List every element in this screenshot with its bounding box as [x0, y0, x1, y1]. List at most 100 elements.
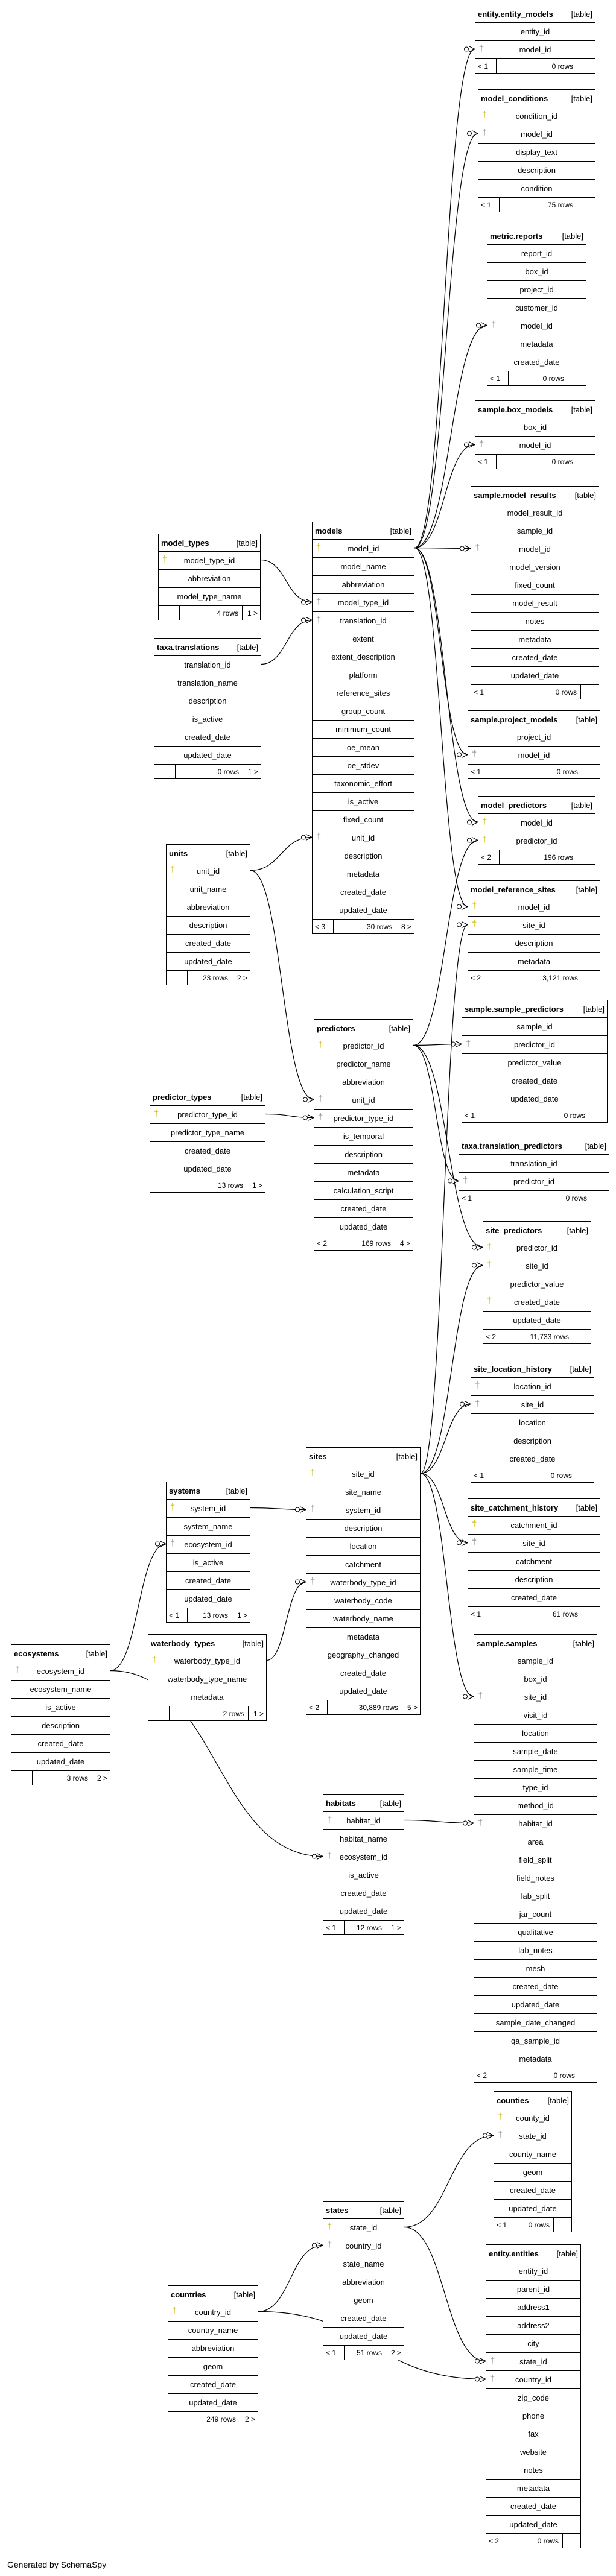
column-row[interactable]: state_name — [323, 2255, 404, 2273]
column-row[interactable]: condition — [478, 179, 595, 197]
column-row[interactable]: †predictor_id — [483, 1239, 591, 1257]
column-row[interactable]: updated_date — [167, 952, 250, 970]
column-row[interactable]: qualitative — [474, 1923, 597, 1941]
column-row[interactable]: notes — [471, 612, 599, 630]
column-row[interactable]: fixed_count — [471, 576, 599, 594]
column-row[interactable]: city — [486, 2334, 580, 2352]
column-row[interactable]: lab_notes — [474, 1941, 597, 1959]
column-row[interactable]: †predictor_id — [478, 832, 595, 850]
column-row[interactable]: description — [306, 1519, 420, 1537]
column-row[interactable]: metadata — [313, 865, 414, 883]
column-row[interactable]: †site_id — [468, 916, 600, 934]
column-row[interactable]: location — [474, 1724, 597, 1742]
column-row[interactable]: oe_mean — [313, 738, 414, 756]
column-row[interactable]: †predictor_type_id — [314, 1109, 413, 1127]
column-row[interactable]: lab_split — [474, 1887, 597, 1905]
column-row[interactable]: customer_id — [487, 298, 586, 317]
column-row[interactable]: abbreviation — [323, 2273, 404, 2291]
column-row[interactable]: †state_id — [494, 2127, 571, 2145]
column-row[interactable]: created_date — [154, 728, 261, 746]
column-row[interactable]: created_date — [314, 1199, 413, 1217]
column-row[interactable]: minimum_count — [313, 720, 414, 738]
column-row[interactable]: updated_date — [11, 1752, 110, 1770]
column-row[interactable]: location — [306, 1537, 420, 1555]
column-row[interactable]: oe_stdev — [313, 756, 414, 774]
column-row[interactable]: calculation_script — [314, 1181, 413, 1199]
column-row[interactable]: box_id — [475, 418, 595, 436]
column-row[interactable]: is_active — [167, 1553, 250, 1571]
column-row[interactable]: created_date — [167, 934, 250, 952]
column-row[interactable]: †country_id — [168, 2303, 258, 2321]
column-row[interactable]: abbreviation — [168, 2339, 258, 2357]
column-row[interactable]: description — [167, 916, 250, 934]
column-row[interactable]: description — [468, 934, 600, 952]
table-sample-model-results[interactable]: sample.model_results[table]model_result_… — [471, 486, 599, 699]
column-row[interactable]: metadata — [306, 1627, 420, 1646]
column-row[interactable]: †model_id — [475, 436, 595, 454]
column-row[interactable]: created_date — [474, 1977, 597, 1995]
table-model-reference-sites[interactable]: model_reference_sites[table]†model_id†si… — [468, 880, 600, 985]
column-row[interactable]: metadata — [468, 952, 600, 970]
column-row[interactable]: catchment — [306, 1555, 420, 1573]
column-row[interactable]: †system_id — [306, 1501, 420, 1519]
column-row[interactable]: model_result_id — [471, 504, 599, 522]
column-row[interactable]: box_id — [474, 1670, 597, 1688]
column-row[interactable]: field_notes — [474, 1869, 597, 1887]
column-row[interactable]: updated_date — [474, 1995, 597, 2013]
column-row[interactable]: †catchment_id — [468, 1516, 600, 1534]
column-row[interactable]: is_temporal — [314, 1127, 413, 1145]
column-row[interactable]: created_date — [313, 883, 414, 901]
column-row[interactable]: project_id — [468, 728, 600, 746]
column-row[interactable]: abbreviation — [167, 898, 250, 916]
column-row[interactable]: †created_date — [483, 1293, 591, 1311]
column-row[interactable]: updated_date — [168, 2393, 258, 2411]
column-row[interactable]: created_date — [462, 1072, 607, 1090]
column-row[interactable]: †habitat_id — [323, 1811, 404, 1829]
column-row[interactable]: description — [154, 692, 261, 710]
column-row[interactable]: geom — [494, 2163, 571, 2181]
column-row[interactable]: updated_date — [154, 746, 261, 764]
column-row[interactable]: †state_id — [486, 2352, 580, 2370]
column-row[interactable]: habitat_name — [323, 1829, 404, 1848]
column-row[interactable]: abbreviation — [159, 569, 260, 587]
column-row[interactable]: parent_id — [486, 2280, 580, 2298]
column-row[interactable]: location — [471, 1413, 594, 1432]
column-row[interactable]: predictor_type_name — [150, 1123, 265, 1141]
column-row[interactable]: address2 — [486, 2316, 580, 2334]
column-row[interactable]: †unit_id — [314, 1091, 413, 1109]
column-row[interactable]: waterbody_type_name — [148, 1670, 266, 1688]
column-row[interactable]: website — [486, 2443, 580, 2461]
column-row[interactable]: †predictor_type_id — [150, 1105, 265, 1123]
column-row[interactable]: predictor_name — [314, 1055, 413, 1073]
column-row[interactable]: abbreviation — [313, 575, 414, 593]
table-taxa-translation-predictors[interactable]: taxa.translation_predictors[table]transl… — [459, 1137, 609, 1205]
column-row[interactable]: qa_sample_id — [474, 2031, 597, 2050]
column-row[interactable]: model_type_name — [159, 587, 260, 605]
column-row[interactable]: translation_id — [154, 655, 261, 674]
column-row[interactable]: extent — [313, 630, 414, 648]
column-row[interactable]: is_active — [154, 710, 261, 728]
column-row[interactable]: †site_id — [474, 1688, 597, 1706]
table-site-predictors[interactable]: site_predictors[table]†predictor_id†site… — [483, 1221, 591, 1344]
column-row[interactable]: jar_count — [474, 1905, 597, 1923]
column-row[interactable]: extent_description — [313, 648, 414, 666]
column-row[interactable]: †model_id — [487, 317, 586, 335]
column-row[interactable]: †predictor_id — [314, 1037, 413, 1055]
column-row[interactable]: type_id — [474, 1778, 597, 1796]
column-row[interactable]: zip_code — [486, 2388, 580, 2407]
column-row[interactable]: predictor_value — [462, 1053, 607, 1072]
column-row[interactable]: †ecosystem_id — [11, 1662, 110, 1680]
table-model-predictors[interactable]: model_predictors[table]†model_id†predict… — [478, 796, 595, 865]
column-row[interactable]: description — [314, 1145, 413, 1163]
column-row[interactable]: created_date — [306, 1664, 420, 1682]
table-site-location-history[interactable]: site_location_history[table]†location_id… — [471, 1360, 594, 1483]
column-row[interactable]: †model_id — [468, 746, 600, 764]
column-row[interactable]: fax — [486, 2425, 580, 2443]
column-row[interactable]: translation_name — [154, 674, 261, 692]
column-row[interactable]: †unit_id — [167, 862, 250, 880]
column-row[interactable]: †ecosystem_id — [323, 1848, 404, 1866]
